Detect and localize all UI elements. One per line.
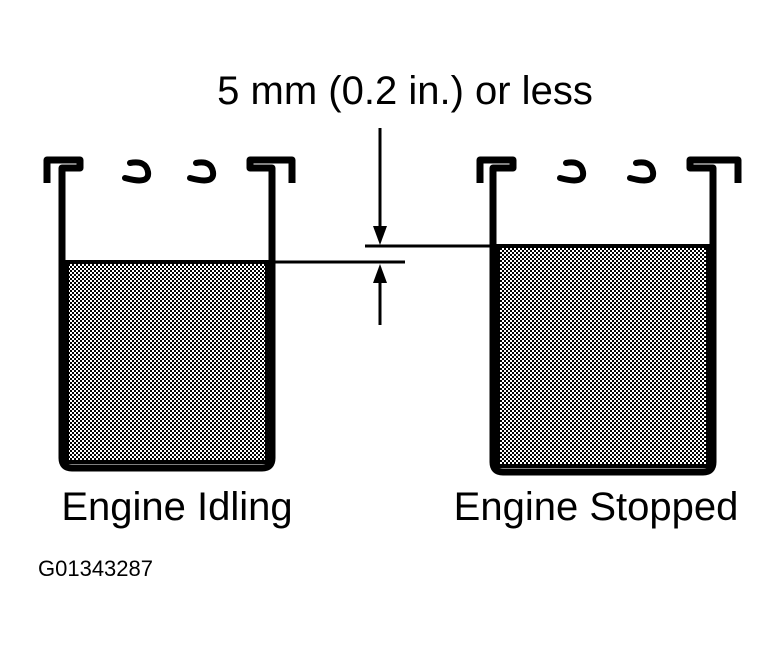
right-reservoir-label: Engine Stopped — [454, 485, 739, 529]
left-cap-clip-right — [187, 159, 217, 184]
right-cap-clip-right — [627, 159, 657, 184]
left-cap-clip-left — [122, 159, 152, 184]
right-reservoir-outline — [476, 156, 742, 476]
dimension-arrows — [373, 128, 387, 325]
upper-arrowhead — [373, 226, 387, 245]
right-fluid — [496, 244, 710, 468]
figure-code: G01343287 — [38, 556, 153, 581]
left-reservoir-label: Engine Idling — [61, 485, 292, 529]
left-reservoir — [43, 156, 296, 472]
lower-arrowhead — [373, 264, 387, 283]
left-reservoir-outline — [43, 156, 296, 472]
left-fluid — [65, 260, 269, 464]
right-cap-clip-left — [557, 159, 587, 184]
measurement-label: 5 mm (0.2 in.) or less — [217, 69, 593, 113]
right-reservoir — [476, 156, 742, 476]
